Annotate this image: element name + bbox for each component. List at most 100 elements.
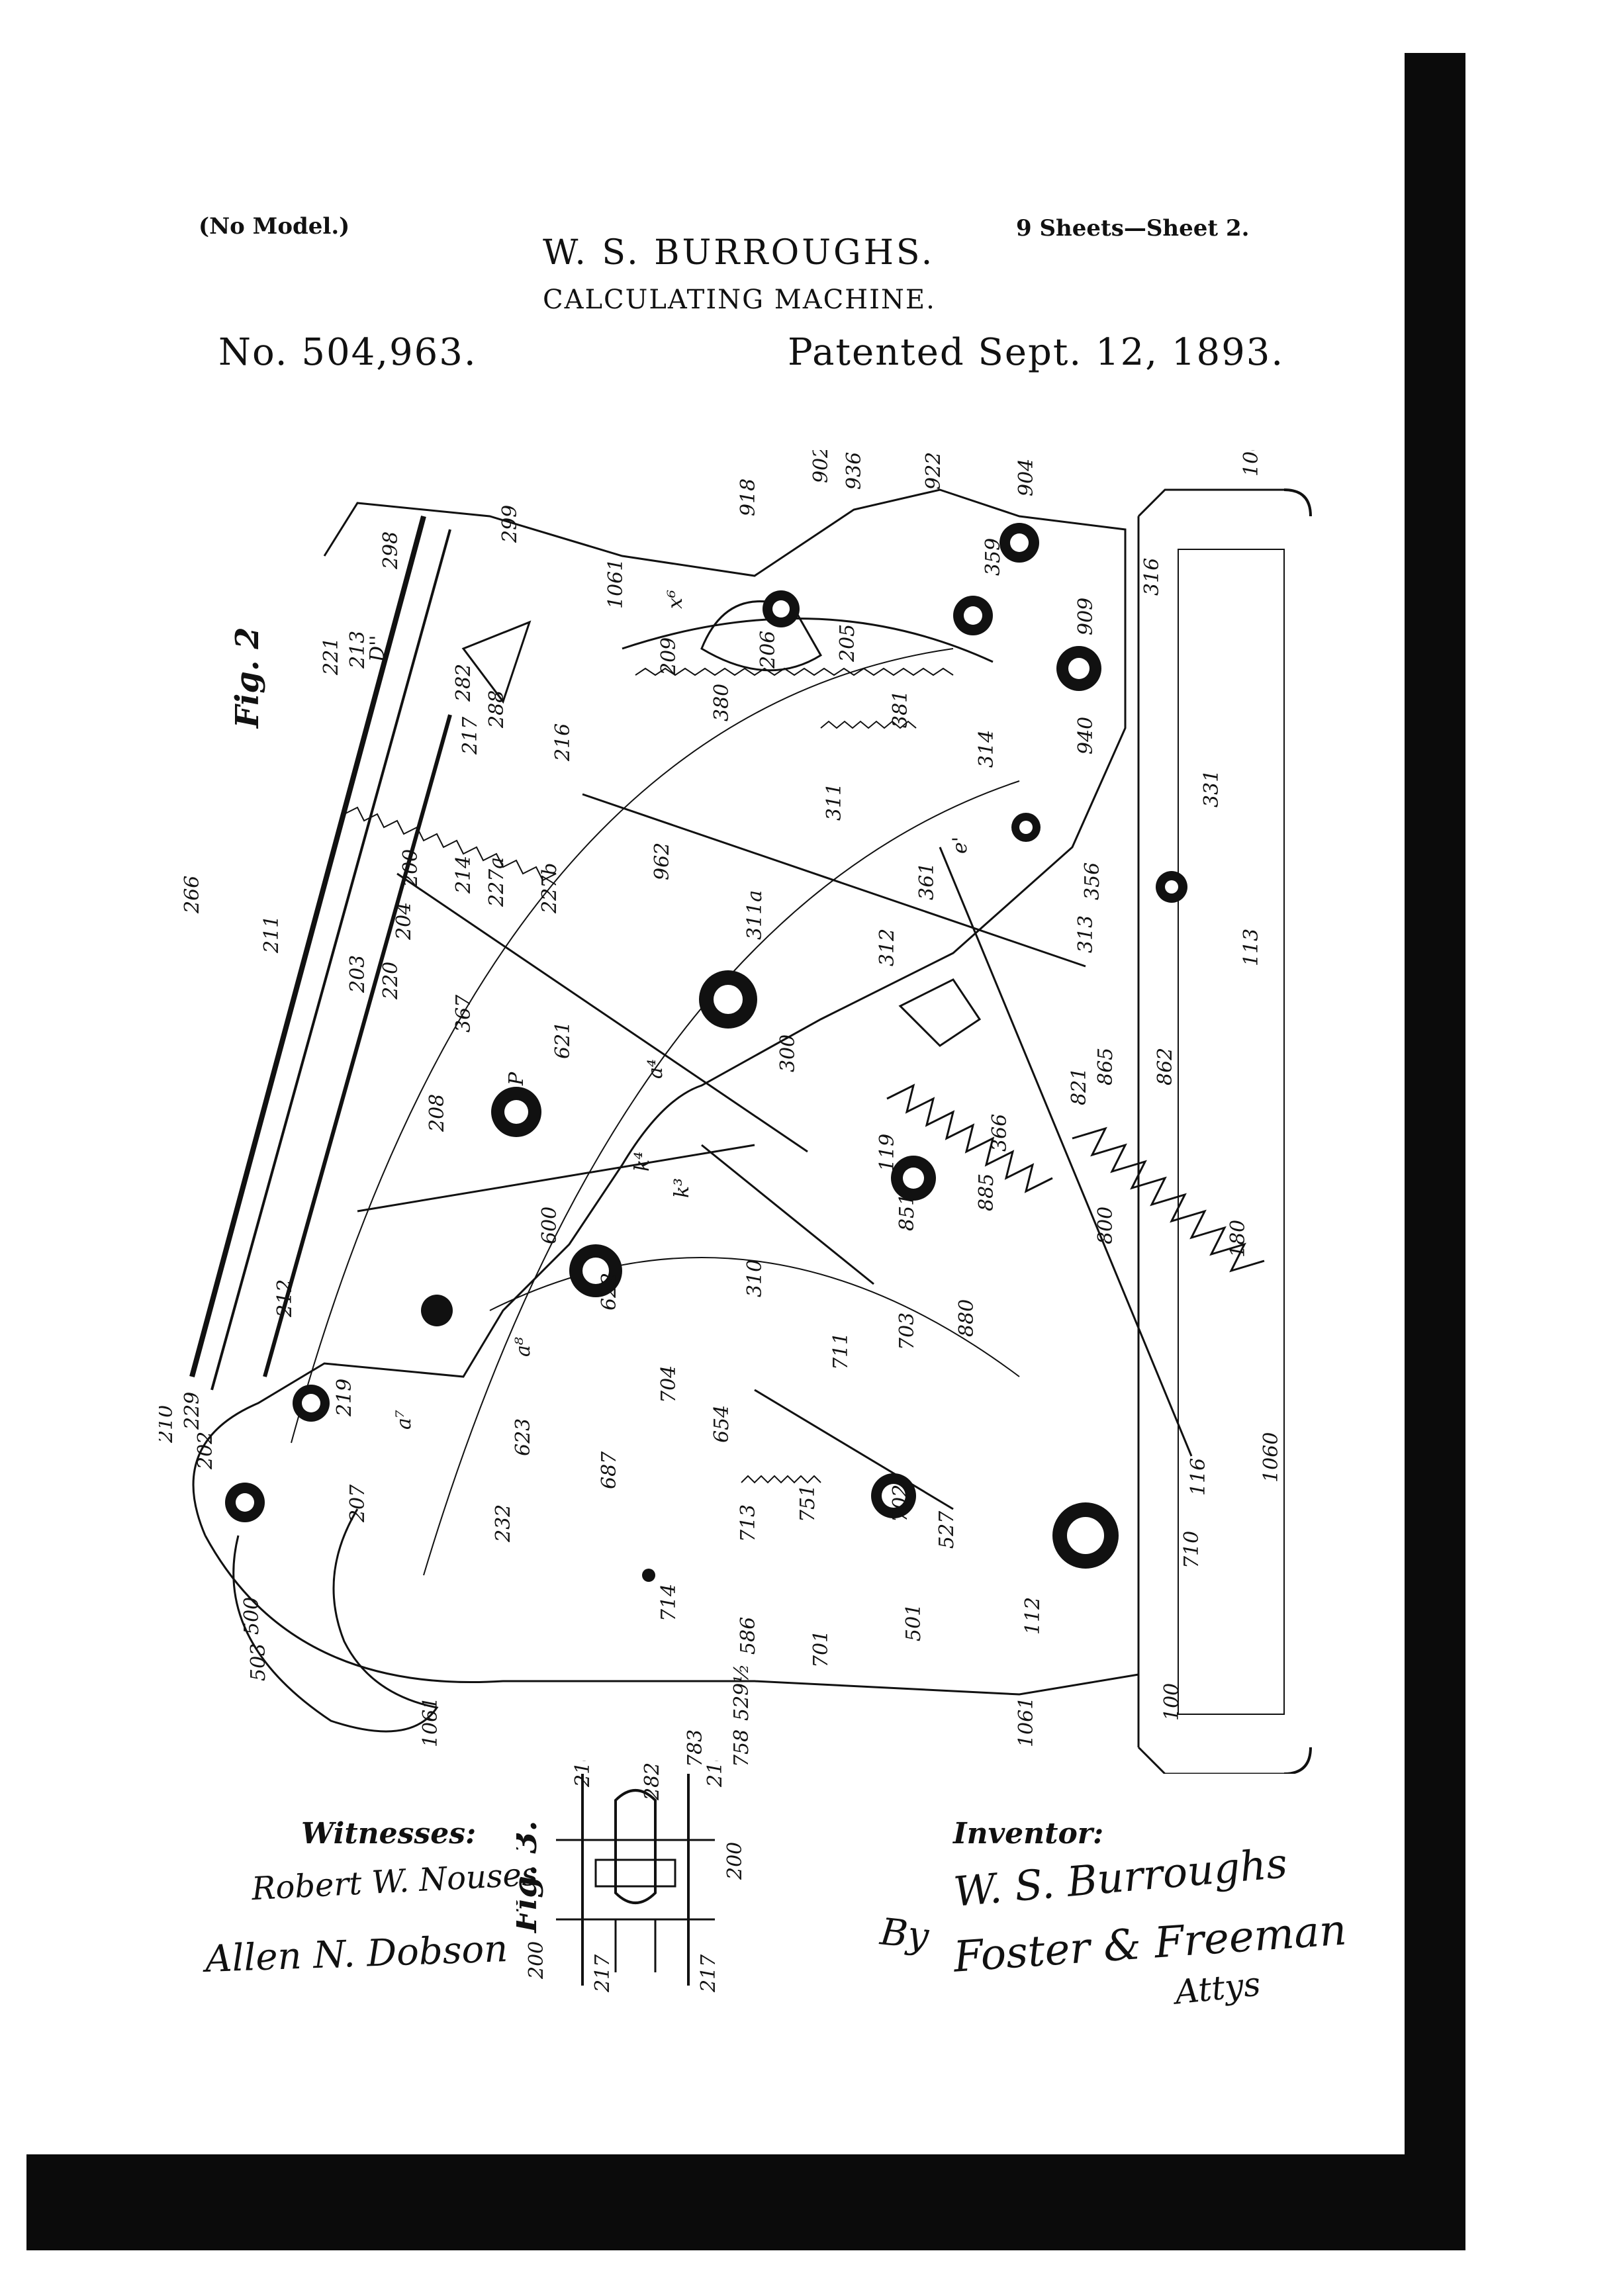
svg-text:800: 800 — [1094, 1207, 1117, 1244]
svg-text:622: 622 — [598, 1273, 621, 1310]
svg-text:922: 922 — [922, 452, 945, 490]
svg-text:885: 885 — [975, 1173, 998, 1211]
inventor-heading: Inventor: — [953, 1817, 1104, 1851]
svg-text:227a: 227a — [485, 857, 508, 907]
svg-text:211: 211 — [260, 915, 283, 954]
svg-text:200: 200 — [399, 849, 422, 888]
svg-text:116: 116 — [1187, 1458, 1210, 1496]
scan-edge-bottom — [26, 2154, 1465, 2250]
svg-text:361: 361 — [915, 862, 939, 900]
svg-text:213: 213 — [346, 631, 369, 669]
svg-text:962: 962 — [651, 843, 674, 880]
patent-title: CALCULATING MACHINE. — [543, 285, 936, 315]
svg-text:209: 209 — [657, 637, 680, 676]
svg-text:a⁴: a⁴ — [644, 1059, 667, 1079]
svg-text:a⁸: a⁸ — [512, 1337, 535, 1357]
svg-text:316: 316 — [1140, 558, 1164, 596]
attorneys-signature: Foster & Freeman — [952, 1906, 1348, 1982]
svg-text:359: 359 — [982, 538, 1005, 576]
svg-text:203: 203 — [346, 955, 369, 993]
svg-text:300: 300 — [776, 1034, 800, 1072]
svg-text:1061: 1061 — [604, 559, 627, 609]
svg-text:503: 503 — [247, 1643, 270, 1681]
svg-text:313: 313 — [1074, 915, 1097, 953]
no-model-note: (No Model.) — [199, 213, 350, 240]
svg-text:380: 380 — [710, 684, 733, 721]
svg-text:113: 113 — [1240, 929, 1263, 966]
svg-text:312: 312 — [876, 929, 899, 966]
svg-text:232: 232 — [492, 1504, 515, 1543]
svg-text:623: 623 — [512, 1418, 535, 1456]
by-label: By — [878, 1910, 931, 1958]
svg-text:298: 298 — [379, 531, 402, 570]
svg-text:366: 366 — [988, 1114, 1011, 1152]
svg-text:210: 210 — [159, 1405, 177, 1444]
svg-text:266: 266 — [181, 876, 204, 914]
svg-text:654: 654 — [710, 1405, 733, 1443]
svg-text:529½: 529½ — [730, 1664, 753, 1721]
svg-text:936: 936 — [843, 452, 866, 490]
svg-text:356: 356 — [1081, 862, 1104, 900]
svg-text:220: 220 — [379, 962, 402, 1000]
fig3-drawing: 210 282 210 200 200 217 217 Fig. 3. — [516, 1761, 747, 1993]
svg-text:207: 207 — [346, 1484, 369, 1523]
svg-text:206: 206 — [757, 631, 780, 669]
svg-text:288: 288 — [485, 690, 508, 729]
svg-text:100: 100 — [1160, 1683, 1183, 1721]
svg-text:1061: 1061 — [1015, 1697, 1038, 1747]
svg-text:205: 205 — [836, 624, 859, 663]
svg-text:862: 862 — [1154, 1048, 1177, 1085]
svg-text:208: 208 — [426, 1094, 449, 1132]
svg-text:758: 758 — [730, 1729, 753, 1767]
svg-text:229: 229 — [181, 1392, 204, 1430]
svg-text:331: 331 — [1200, 770, 1223, 807]
svg-text:x⁶: x⁶ — [664, 590, 687, 609]
attorneys-suffix: Attys — [1173, 1964, 1263, 2012]
svg-text:703: 703 — [896, 1312, 919, 1350]
patent-date: Patented Sept. 12, 1893. — [788, 331, 1285, 374]
svg-text:851: 851 — [896, 1193, 919, 1231]
svg-text:527: 527 — [935, 1510, 958, 1549]
svg-text:204: 204 — [393, 902, 416, 941]
fig3-label: Fig. 3. — [516, 1821, 544, 1934]
svg-text:282: 282 — [452, 664, 475, 702]
svg-text:219: 219 — [333, 1379, 356, 1417]
svg-text:e': e' — [949, 837, 972, 854]
svg-text:112: 112 — [1021, 1597, 1044, 1635]
svg-text:227b: 227b — [538, 863, 561, 914]
svg-text:909: 909 — [1074, 598, 1097, 635]
svg-text:1060: 1060 — [1260, 1432, 1283, 1483]
svg-text:702: 702 — [889, 1485, 912, 1522]
svg-text:D'': D'' — [366, 635, 389, 663]
witness-signature-1: Robert W. Nouses — [250, 1855, 539, 1908]
svg-text:701: 701 — [810, 1630, 833, 1668]
svg-text:202: 202 — [194, 1432, 217, 1470]
fig2-drawing: 1060 904 922 902 936 918 359 316 909 331… — [159, 450, 1312, 1774]
fig2-label: Fig. 2 — [229, 627, 266, 729]
svg-text:217: 217 — [697, 1954, 720, 1993]
svg-text:880: 880 — [955, 1299, 978, 1337]
svg-text:216: 216 — [551, 723, 575, 762]
svg-text:210: 210 — [704, 1761, 727, 1788]
svg-text:310: 310 — [743, 1260, 766, 1297]
svg-text:180: 180 — [1227, 1220, 1250, 1258]
svg-text:210: 210 — [571, 1761, 594, 1788]
svg-text:751: 751 — [796, 1485, 819, 1522]
witnesses-heading: Witnesses: — [301, 1817, 477, 1851]
svg-text:212: 212 — [273, 1279, 297, 1318]
svg-text:713: 713 — [737, 1504, 760, 1542]
svg-text:704: 704 — [657, 1365, 680, 1403]
svg-text:311a: 311a — [743, 890, 766, 940]
inventor-name: W. S. BURROUGHS. — [543, 233, 935, 273]
svg-text:783: 783 — [684, 1729, 707, 1767]
svg-text:714: 714 — [657, 1584, 680, 1622]
svg-text:311: 311 — [823, 783, 846, 821]
svg-text:711: 711 — [829, 1332, 853, 1370]
svg-text:687: 687 — [598, 1451, 621, 1489]
svg-text:621: 621 — [551, 1021, 575, 1059]
svg-text:918: 918 — [737, 479, 760, 516]
svg-text:119: 119 — [876, 1134, 899, 1171]
svg-text:217: 217 — [591, 1954, 614, 1993]
svg-text:1061: 1061 — [419, 1697, 442, 1747]
svg-text:500: 500 — [240, 1597, 263, 1635]
